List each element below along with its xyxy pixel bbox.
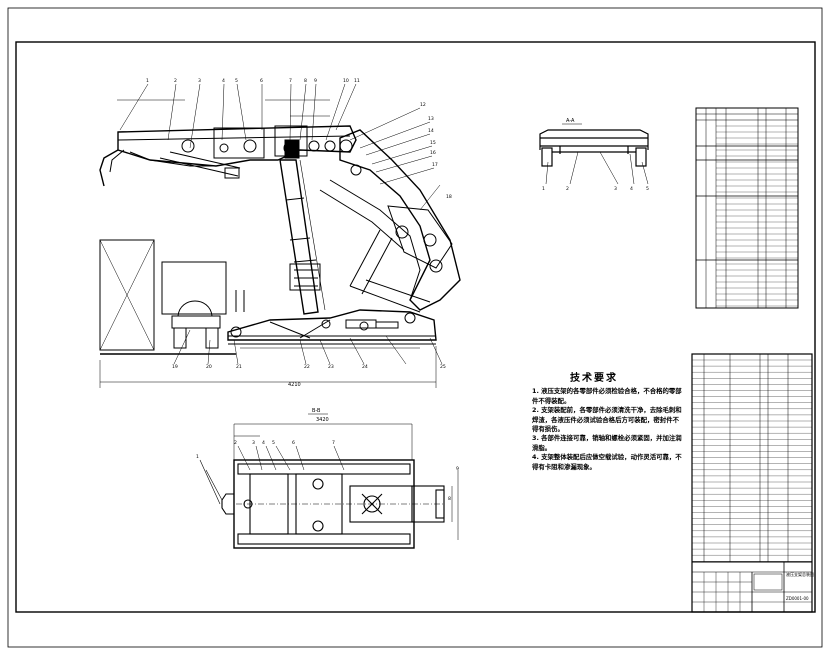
section-view-a-a [539, 123, 649, 185]
section-part-label: 3 [614, 186, 617, 192]
side-view-part-label: 12 [420, 102, 426, 108]
top-view-b-b-label: B-B [312, 408, 321, 414]
side-view-part-label: 3 [198, 78, 201, 84]
top-view-b-b [199, 413, 459, 549]
side-view-part-label: 6 [260, 78, 263, 84]
tech-requirement-item: 3. 各部件连接可靠，销轴和螺栓必须紧固，并加注润滑脂。 [532, 434, 682, 452]
side-view-part-label: 24 [362, 364, 368, 370]
side-view-part-label: 13 [428, 116, 434, 122]
side-view-part-label: 19 [172, 364, 178, 370]
outer-border [7, 7, 823, 648]
side-view-part-label: 5 [235, 78, 238, 84]
parts-table-upper [695, 107, 799, 309]
top-view-part-label: 1 [196, 454, 199, 460]
top-view-overall-dimension: 3420 [316, 417, 329, 423]
top-view-part-label: 7 [332, 440, 335, 446]
side-view-width-dimension: 4210 [288, 382, 301, 388]
side-view-part-label: 17 [432, 162, 438, 168]
top-view-part-label: 2 [234, 440, 237, 446]
top-view-part-label: 9 [456, 466, 459, 472]
tech-requirements-title: 技术要求 [570, 373, 618, 384]
side-view-part-label: 18 [446, 194, 452, 200]
side-view-part-label: 4 [222, 78, 225, 84]
shield-linkage [319, 129, 461, 313]
side-view-part-label: 9 [314, 78, 317, 84]
side-view-part-label: 15 [430, 140, 436, 146]
side-view-part-label: 22 [304, 364, 310, 370]
conveyor [99, 239, 245, 355]
top-view-part-label: 3 [252, 440, 255, 446]
side-view-part-label: 11 [354, 78, 360, 84]
tech-requirement-item: 1. 液压支架的各零部件必须检验合格，不合格的零部件不得装配。 [532, 387, 682, 405]
top-view-part-label: 6 [292, 440, 295, 446]
side-view-part-label: 20 [206, 364, 212, 370]
section-part-label: 5 [646, 186, 649, 192]
top-view-part-label: 8 [448, 496, 451, 502]
section-part-label: 2 [566, 186, 569, 192]
tech-requirement-item: 2. 支架装配前，各零部件必须清洗干净，去除毛刺和焊渣，各液压件必须试验合格后方… [532, 406, 682, 434]
technical-requirements: 技术要求 1. 液压支架的各零部件必须检验合格，不合格的零部件不得装配。 2. … [532, 373, 682, 472]
base-frame [227, 309, 437, 349]
side-view-part-label: 1 [146, 78, 149, 84]
tech-requirement-item: 4. 支架整体装配后应做空载试验，动作灵活可靠，不得有卡阻和渗漏现象。 [532, 453, 682, 471]
section-part-label: 1 [542, 186, 545, 192]
side-view-part-label: 23 [328, 364, 334, 370]
top-view-part-label: 4 [262, 440, 265, 446]
side-view-part-label: 8 [304, 78, 307, 84]
side-view-part-label: 25 [440, 364, 446, 370]
inner-border [15, 41, 816, 613]
drawing-title: 液压支架总装图 [786, 571, 814, 577]
side-view-part-label: 2 [174, 78, 177, 84]
leader-lines [119, 83, 435, 185]
section-part-label: 4 [630, 186, 633, 192]
parts-table-lower [691, 353, 813, 613]
side-view-part-label: 14 [428, 128, 434, 134]
side-view-part-label: 21 [236, 364, 242, 370]
section-a-a-label: A-A [566, 118, 575, 124]
side-view-part-label: 10 [343, 78, 349, 84]
side-view [99, 83, 461, 388]
drawing-number: ZD0001-00 [786, 596, 809, 601]
top-view-part-label: 5 [272, 440, 275, 446]
main-leg [279, 159, 326, 315]
side-view-part-label: 7 [289, 78, 292, 84]
side-view-part-label: 16 [430, 150, 436, 156]
